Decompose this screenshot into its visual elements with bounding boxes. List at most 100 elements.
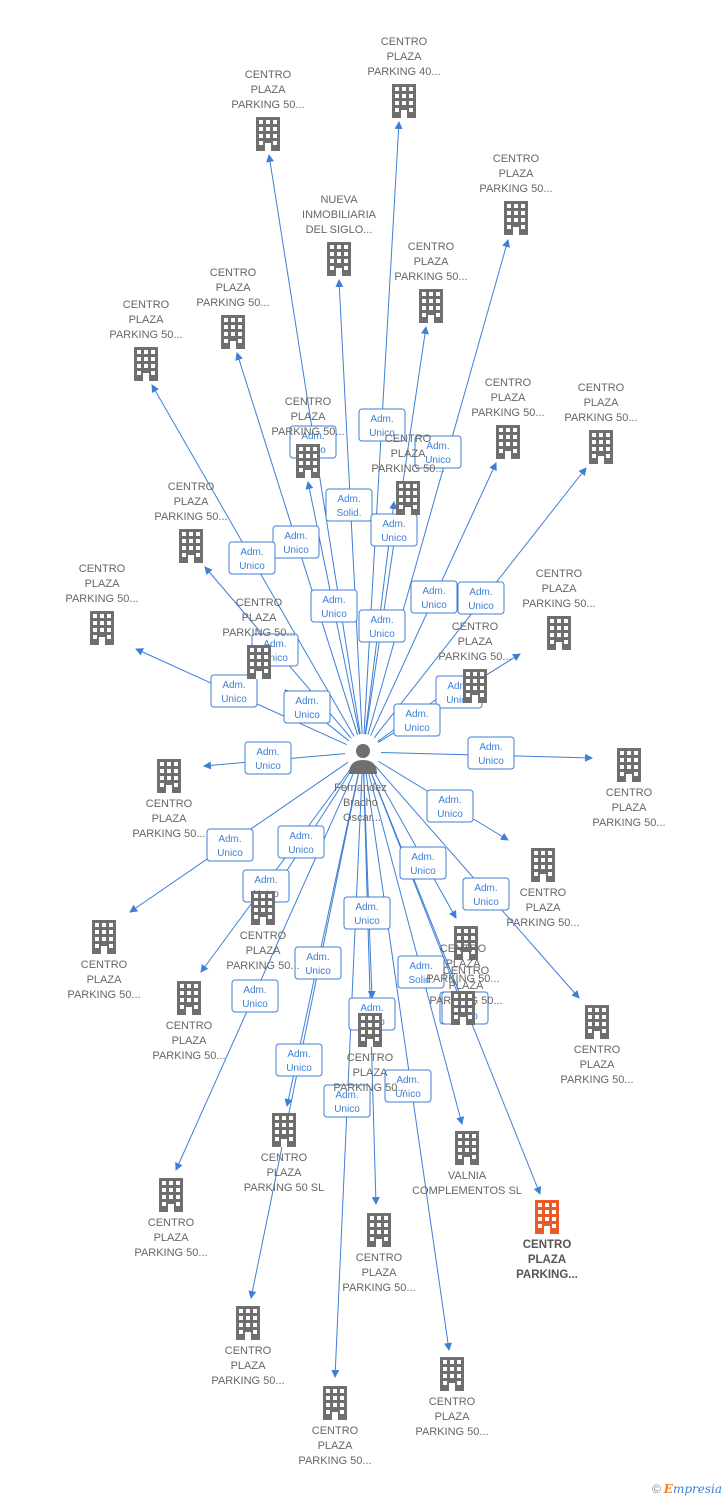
edge-label[interactable]: Adm.Unico xyxy=(358,408,406,442)
company-label-line: CENTRO xyxy=(606,787,653,799)
company-label-line: CENTRO xyxy=(225,1345,272,1357)
building-icon xyxy=(589,430,613,464)
building-icon xyxy=(157,759,181,793)
edge-label[interactable]: Adm.Unico xyxy=(228,541,276,575)
edge-label[interactable]: Adm.Solid. xyxy=(397,955,445,989)
edge-label[interactable]: Adm.Unico xyxy=(310,589,358,623)
edge-label[interactable]: Adm.Unico xyxy=(283,690,331,724)
edge-label[interactable]: Adm.Unico xyxy=(462,877,510,911)
edge-label[interactable]: Adm.Unico xyxy=(457,581,505,615)
edge-label[interactable]: Adm.Unico xyxy=(343,896,391,930)
edge-label[interactable]: Adm.Unico xyxy=(384,1069,432,1103)
company-label-line: PARKING 50... xyxy=(394,271,467,283)
edge-label[interactable]: Adm.Unico xyxy=(410,580,458,614)
building-icon xyxy=(272,1113,296,1147)
edge-line xyxy=(367,769,465,1125)
building-icon xyxy=(327,242,351,276)
edge-label[interactable]: Adm.Solid. xyxy=(325,488,373,522)
edge-label-line: Adm. xyxy=(218,834,241,845)
edge-label-line: Adm. xyxy=(447,681,470,692)
edge-label[interactable]: Adm.Unico xyxy=(210,674,258,708)
edge-label[interactable]: Adm.Unico xyxy=(277,825,325,859)
edge-label[interactable]: Adm.Unico xyxy=(272,525,320,559)
edge-label[interactable]: Adm.Unico xyxy=(323,1084,371,1118)
center-label-line: Oscar... xyxy=(343,812,381,824)
edge-label-text: Adm.Unico xyxy=(262,639,288,664)
company-label-line: PLAZA xyxy=(446,958,482,970)
company-label-line: PARKING 50... xyxy=(438,651,511,663)
center-node[interactable]: Fernandez Bracho Oscar... xyxy=(334,744,390,824)
company-label-line: PLAZA xyxy=(612,802,648,814)
edge-label-line: Adm. xyxy=(355,902,378,913)
edge-label[interactable]: Adm.Unico xyxy=(358,609,406,643)
edge-label[interactable]: Adm.Unico xyxy=(414,435,462,469)
building-icon xyxy=(236,1306,260,1340)
edge-label-line: Solid. xyxy=(336,508,361,519)
building-icon xyxy=(159,1178,183,1212)
building-icon xyxy=(455,1131,479,1165)
edge-label[interactable]: Adm.Unico xyxy=(426,789,474,823)
company-label-line: PARKING 40... xyxy=(367,66,440,78)
edge-label[interactable]: Adm.Unico xyxy=(244,741,292,775)
edge-label[interactable]: Adm.Unico xyxy=(393,703,441,737)
edge-line xyxy=(365,769,452,1351)
edge-label[interactable]: Adm.Unico xyxy=(370,513,418,547)
edge-label[interactable]: Adm.Unico xyxy=(467,736,515,770)
edge-label[interactable]: Adm.Unico xyxy=(231,979,279,1013)
company-label-line: CENTRO xyxy=(148,1217,195,1229)
company-label-line: PLAZA xyxy=(216,282,252,294)
edge-label[interactable]: Adm.Unico xyxy=(399,846,447,880)
company-label-line: PLAZA xyxy=(231,1360,267,1372)
company-label-line: PLAZA xyxy=(580,1059,616,1071)
company-label-line: PARKING 50... xyxy=(415,1426,488,1438)
edge-label[interactable]: Adm.Unico xyxy=(206,828,254,862)
edge-label-line: Unico xyxy=(369,629,395,640)
company-label-line: PARKING 50... xyxy=(342,1282,415,1294)
company-label-line: PLAZA xyxy=(526,902,562,914)
company-label-line: CENTRO xyxy=(312,1425,359,1437)
edge-label[interactable]: Adm.Unico xyxy=(294,946,342,980)
footer-brand[interactable]: ©Empresia xyxy=(652,1482,722,1496)
edge-label-line: Adm. xyxy=(295,696,318,707)
company-label-line: CENTRO xyxy=(385,433,432,445)
edge-label[interactable]: Adm.Unico xyxy=(275,1043,323,1077)
company-label-line: PLAZA xyxy=(87,974,123,986)
edge-label-text: Adm.Unico xyxy=(410,852,436,877)
company-label-line: CENTRO xyxy=(210,267,257,279)
